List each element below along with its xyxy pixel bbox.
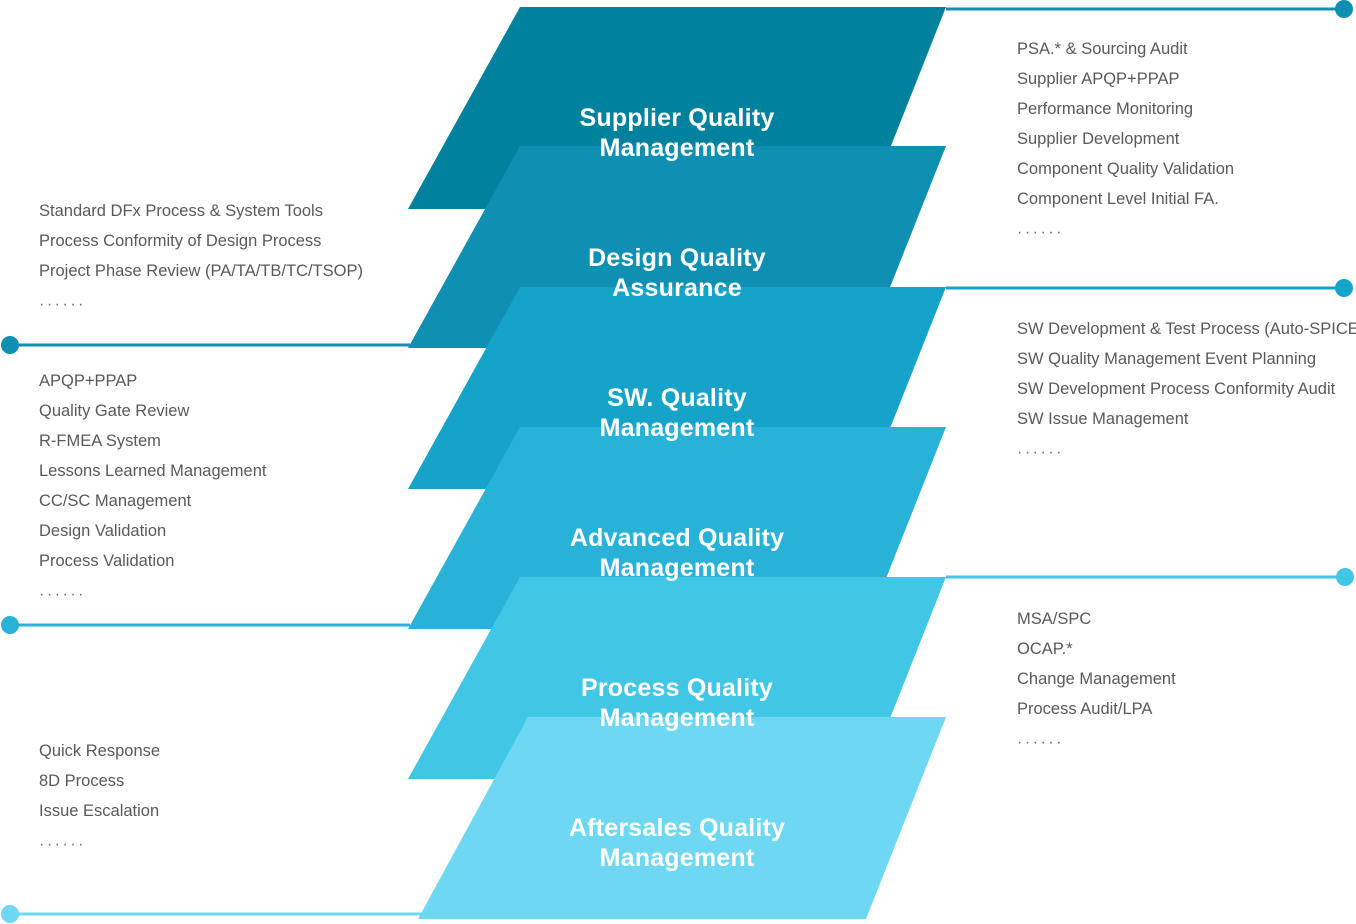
list-item: Project Phase Review (PA/TA/TB/TC/TSOP) [39, 262, 363, 280]
list-item: Lessons Learned Management [39, 462, 267, 480]
connector-mid-right-2 [946, 568, 1354, 586]
connector-dot [1335, 0, 1353, 18]
connector-dot [1, 616, 19, 634]
list-ellipsis: ······ [39, 836, 86, 853]
list-item: Standard DFx Process & System Tools [39, 202, 323, 220]
list-item: SW Development Process Conformity Audit [1017, 380, 1336, 398]
list-ellipsis: ······ [1017, 734, 1064, 751]
detail-list-process-quality: MSA/SPC OCAP.* Change Management Process… [1017, 604, 1176, 758]
list-ellipsis: ······ [39, 296, 86, 313]
list-item: Issue Escalation [39, 802, 160, 820]
list-item: Component Quality Validation [1017, 160, 1235, 178]
connector-mid-left-2 [1, 616, 410, 634]
detail-list-supplier-quality: PSA.* & Sourcing Audit Supplier APQP+PPA… [1017, 34, 1234, 248]
list-ellipsis: ······ [39, 586, 86, 603]
connector-dot [1, 336, 19, 354]
list-item: Design Validation [39, 522, 167, 540]
list-item: Component Level Initial FA. [1017, 190, 1219, 208]
list-item: SW Development & Test Process (Auto-SPIC… [1017, 320, 1356, 338]
list-item: PSA.* & Sourcing Audit [1017, 40, 1188, 58]
list-item: R-FMEA System [39, 432, 161, 450]
list-item: Supplier APQP+PPAP [1017, 70, 1180, 88]
connector-mid-right-1 [946, 279, 1353, 297]
list-ellipsis: ······ [1017, 444, 1064, 461]
list-item: Process Conformity of Design Process [39, 232, 322, 250]
detail-list-sw-quality: SW Development & Test Process (Auto-SPIC… [1017, 314, 1356, 468]
list-item: APQP+PPAP [39, 372, 138, 390]
detail-list-advanced-quality: APQP+PPAP Quality Gate Review R-FMEA Sys… [39, 366, 267, 610]
list-item: Supplier Development [1017, 130, 1180, 148]
list-item: CC/SC Management [39, 492, 192, 510]
list-item: SW Quality Management Event Planning [1017, 350, 1316, 368]
list-item: Change Management [1017, 670, 1176, 688]
connector-dot [1335, 279, 1353, 297]
band-aftersales-quality-management [418, 717, 946, 919]
list-item: MSA/SPC [1017, 610, 1092, 628]
list-item: Process Validation [39, 552, 175, 570]
connector-bottom-left [1, 905, 425, 923]
list-item: Quality Gate Review [39, 402, 190, 420]
connector-top-right [946, 0, 1353, 18]
connector-dot [1, 905, 19, 923]
connector-mid-left-1 [1, 336, 410, 354]
detail-list-aftersales-quality: Quick Response 8D Process Issue Escalati… [39, 736, 160, 860]
list-item: Quick Response [39, 742, 161, 760]
list-item: SW Issue Management [1017, 410, 1189, 428]
detail-list-design-quality: Standard DFx Process & System Tools Proc… [39, 196, 363, 320]
list-ellipsis: ······ [1017, 224, 1064, 241]
list-item: Performance Monitoring [1017, 100, 1194, 118]
connector-dot [1336, 568, 1354, 586]
list-item: Process Audit/LPA [1017, 700, 1153, 718]
list-item: 8D Process [39, 772, 125, 790]
list-item: OCAP.* [1017, 640, 1073, 658]
